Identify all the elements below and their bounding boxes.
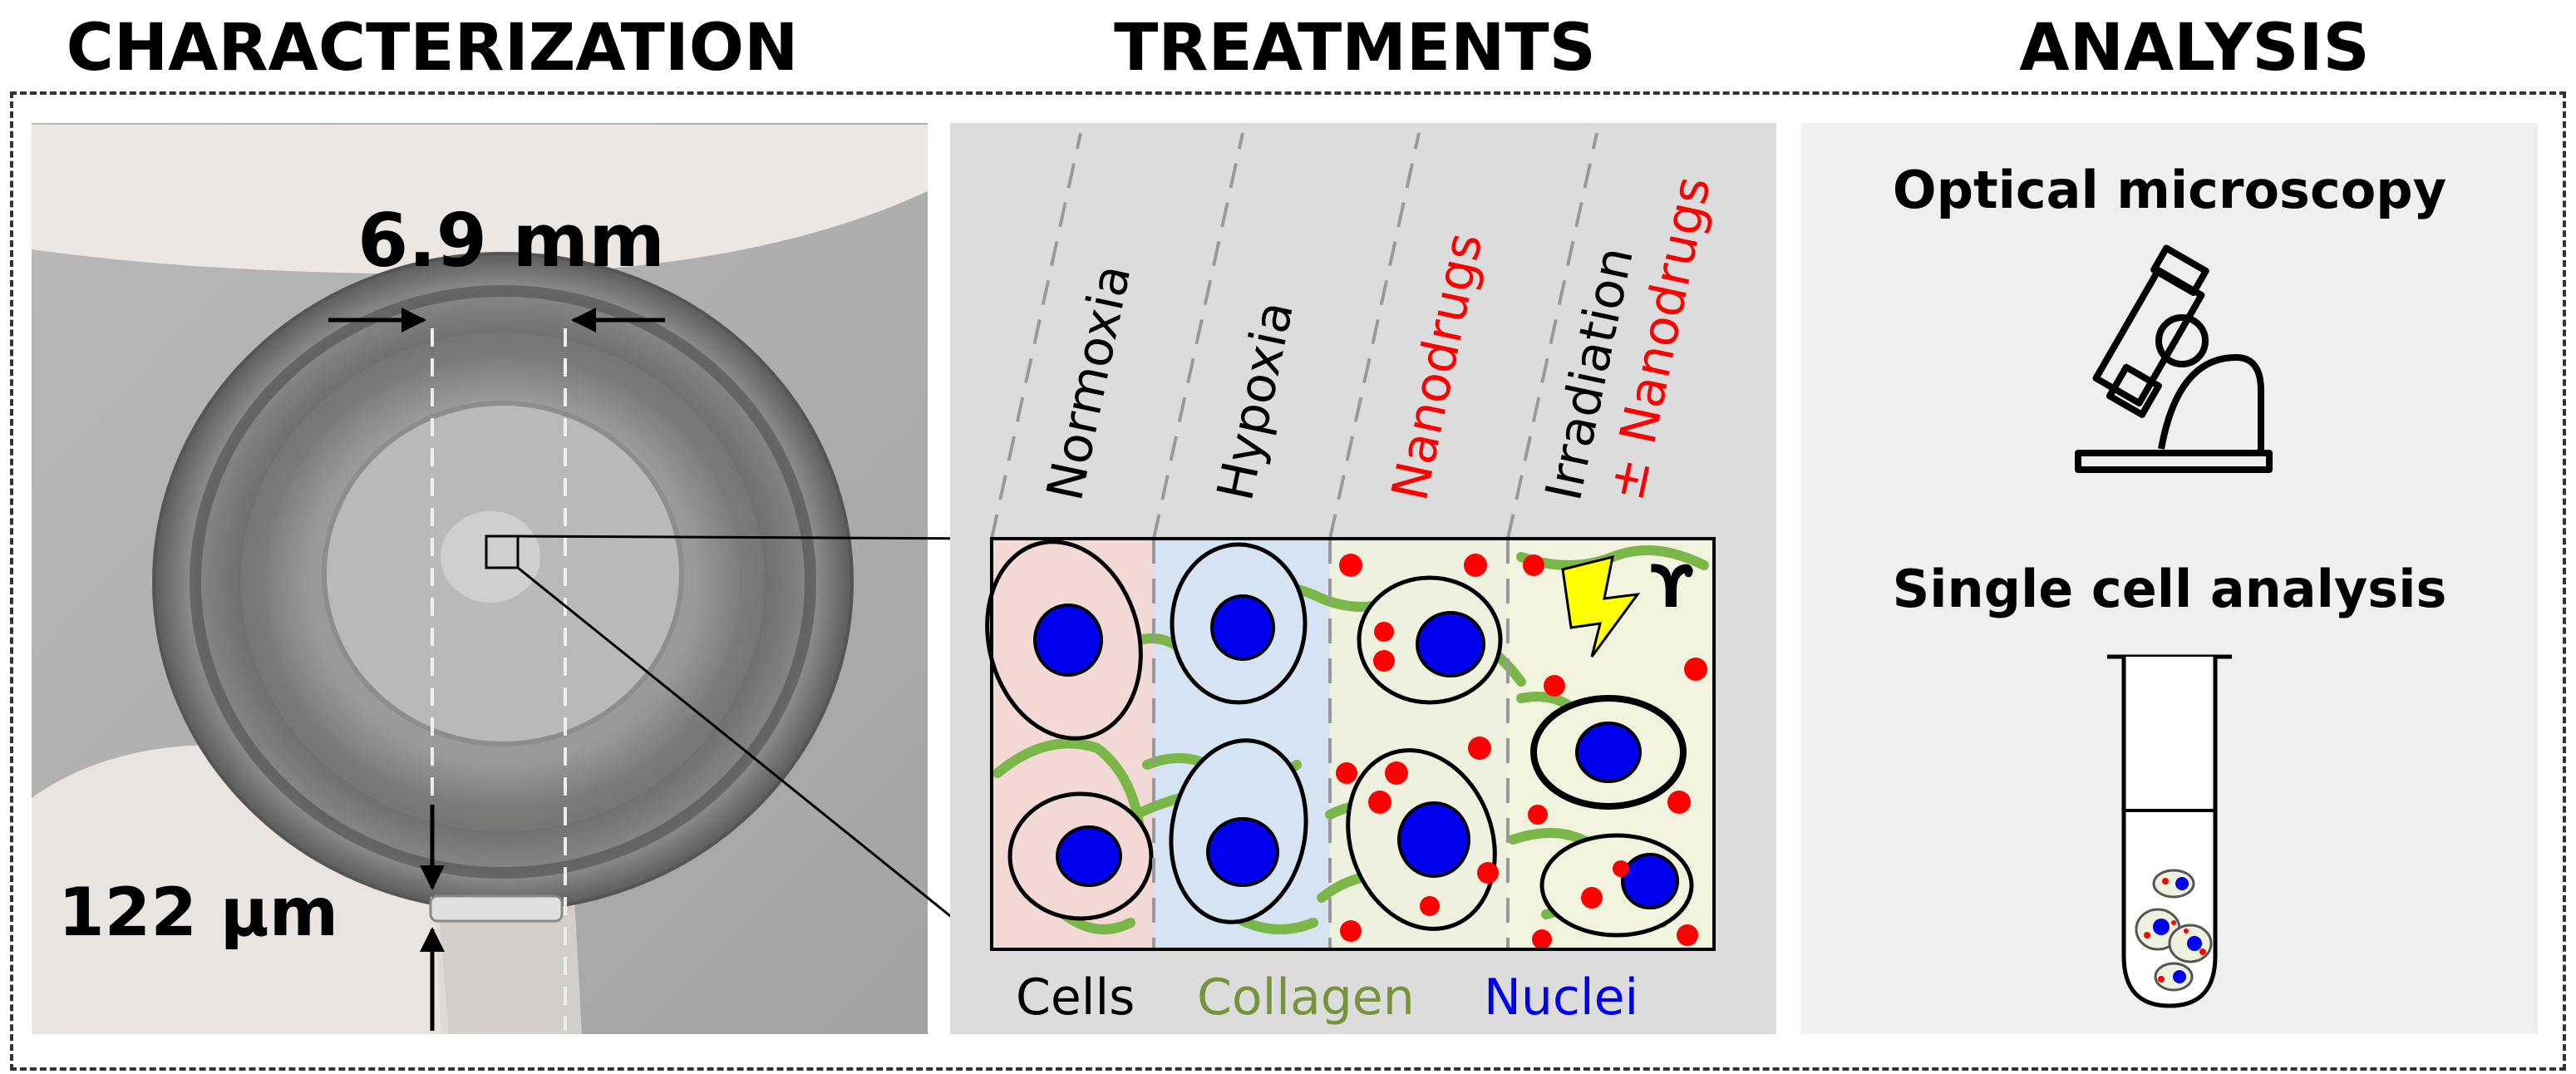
legend-nuclei: Nuclei [1484,968,1638,1027]
sample-disc [429,894,564,923]
glove-top [32,125,928,274]
treatments-panel: Normoxia Hypoxia Nanodrugs Irradiation ±… [950,123,1776,1034]
zoom-square [485,535,520,569]
gamma-symbol: ϒ [1650,553,1695,621]
nuclei [1033,594,1679,909]
characterization-photo: 6.9 mm 122 µm [32,123,928,1034]
legend-cells: Cells [1016,968,1135,1027]
zoom-line-bottom [517,566,992,951]
zoom-box [990,537,1716,951]
thickness-label: 122 µm [58,874,338,951]
heading-characterization: CHARACTERIZATION [66,11,799,86]
dashed-outer-frame [10,91,2566,1071]
diameter-label: 6.9 mm [357,198,665,283]
optical-microscopy-label: Optical microscopy [1893,160,2446,220]
heading-treatments: TREATMENTS [1114,11,1596,86]
zoom-line-top [517,535,992,540]
single-cell-analysis-label: Single cell analysis [1893,559,2447,619]
lightning-bolt-icon [1561,554,1641,658]
microscope-icon [2075,244,2273,473]
test-tube-icon [2107,654,2232,1008]
nanodrug-particles [1336,554,1707,949]
heading-analysis: ANALYSIS [2019,11,2370,86]
legend-collagen: Collagen [1197,968,1415,1027]
analysis-panel: Optical microscopy Single cell analysis [1801,123,2538,1034]
sample-spot [441,511,540,603]
